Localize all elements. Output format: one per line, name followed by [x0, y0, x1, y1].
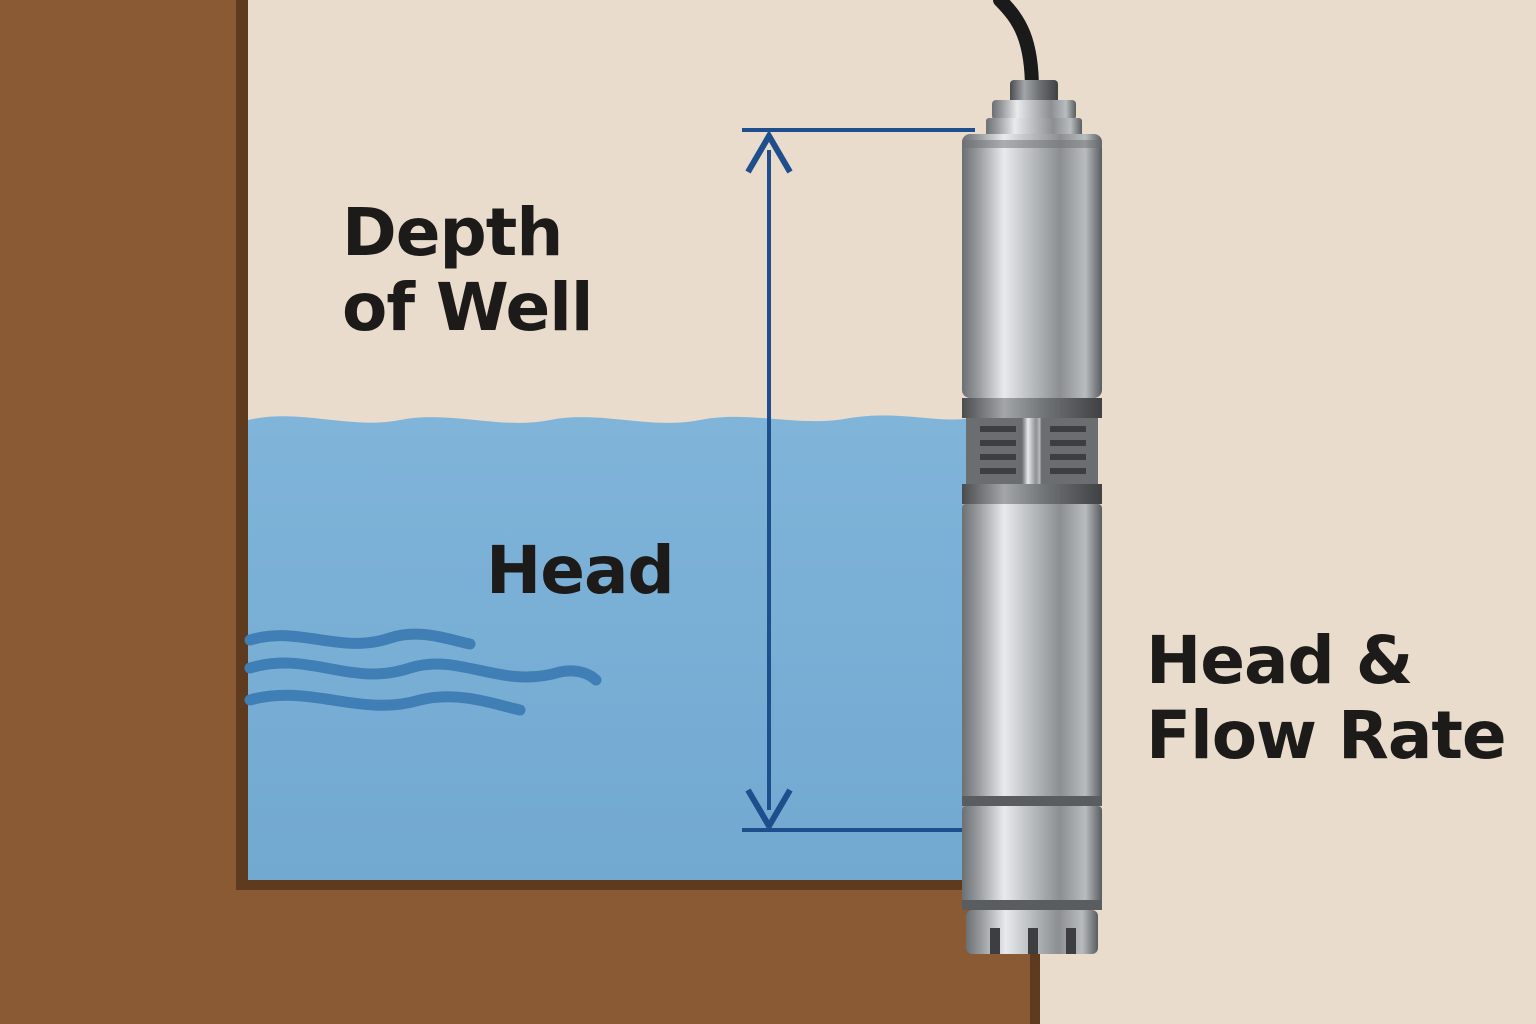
submersible-pump-icon	[962, 80, 1102, 954]
flow-label-line2: Flow Rate	[1146, 696, 1507, 774]
water-body	[248, 415, 970, 880]
measurement-arrow-icon	[742, 128, 975, 832]
depth-label-line2: of Well	[342, 268, 593, 346]
soil-edge-shadow-bottom	[236, 880, 1040, 890]
head-flow-rate-label: Head & Flow Rate	[1146, 622, 1507, 774]
flow-label-line1: Head &	[1146, 622, 1413, 699]
depth-label-line1: Depth	[342, 194, 563, 271]
soil-bottom	[0, 880, 1040, 1024]
head-label: Head	[486, 532, 675, 609]
water-ripple-icon	[244, 628, 602, 716]
soil-edge-shadow-left	[236, 0, 248, 890]
pump-cable	[993, 0, 1039, 97]
soil-left	[0, 0, 236, 1024]
head-label-text: Head	[486, 532, 675, 609]
depth-of-well-label: Depth of Well	[342, 194, 593, 346]
